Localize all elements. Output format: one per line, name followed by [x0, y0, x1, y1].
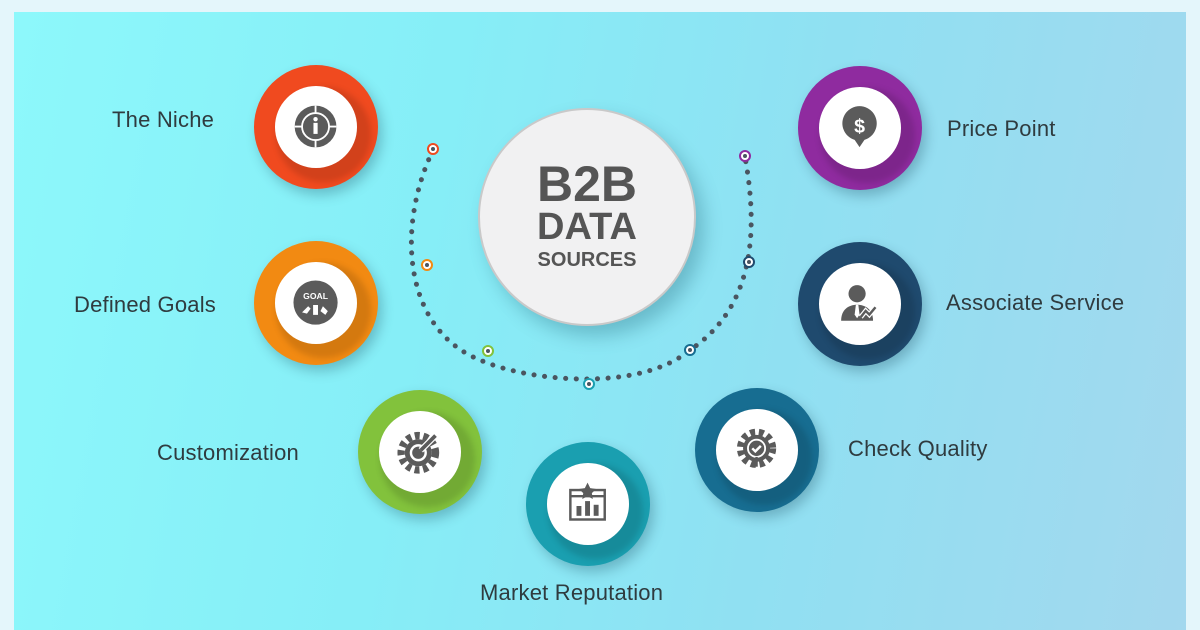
- businessman-icon: [841, 285, 878, 322]
- title-data: DATA: [537, 206, 637, 248]
- gear-wrench-icon: [397, 432, 440, 475]
- item-customization: [358, 390, 482, 514]
- label-market-reputation: Market Reputation: [480, 580, 664, 605]
- item-the-niche: [254, 65, 378, 189]
- goal-hands-icon: GOAL: [293, 280, 339, 326]
- label-price-point: Price Point: [947, 116, 1056, 141]
- item-price-point: $: [798, 66, 922, 190]
- item-market-reputation: [526, 442, 650, 566]
- label-defined-goals: Defined Goals: [74, 292, 217, 317]
- item-defined-goals: GOAL: [254, 241, 378, 365]
- title-b2b: B2B: [536, 156, 638, 212]
- item-check-quality: [695, 388, 819, 512]
- info-target-icon: [295, 106, 337, 148]
- label-check-quality: Check Quality: [848, 436, 988, 461]
- label-associate-service: Associate Service: [946, 290, 1125, 315]
- gear-check-icon: [737, 429, 777, 469]
- label-the-niche: The Niche: [112, 107, 215, 132]
- svg-text:GOAL: GOAL: [304, 291, 329, 301]
- chart-star-icon: [569, 483, 607, 522]
- dollar-pin-icon: $: [842, 106, 878, 148]
- title-sources: SOURCES: [537, 249, 637, 271]
- item-associate-service: [798, 242, 922, 366]
- center-title-circle: B2B DATA SOURCES: [478, 108, 696, 326]
- svg-text:$: $: [855, 116, 866, 138]
- label-customization: Customization: [157, 440, 299, 465]
